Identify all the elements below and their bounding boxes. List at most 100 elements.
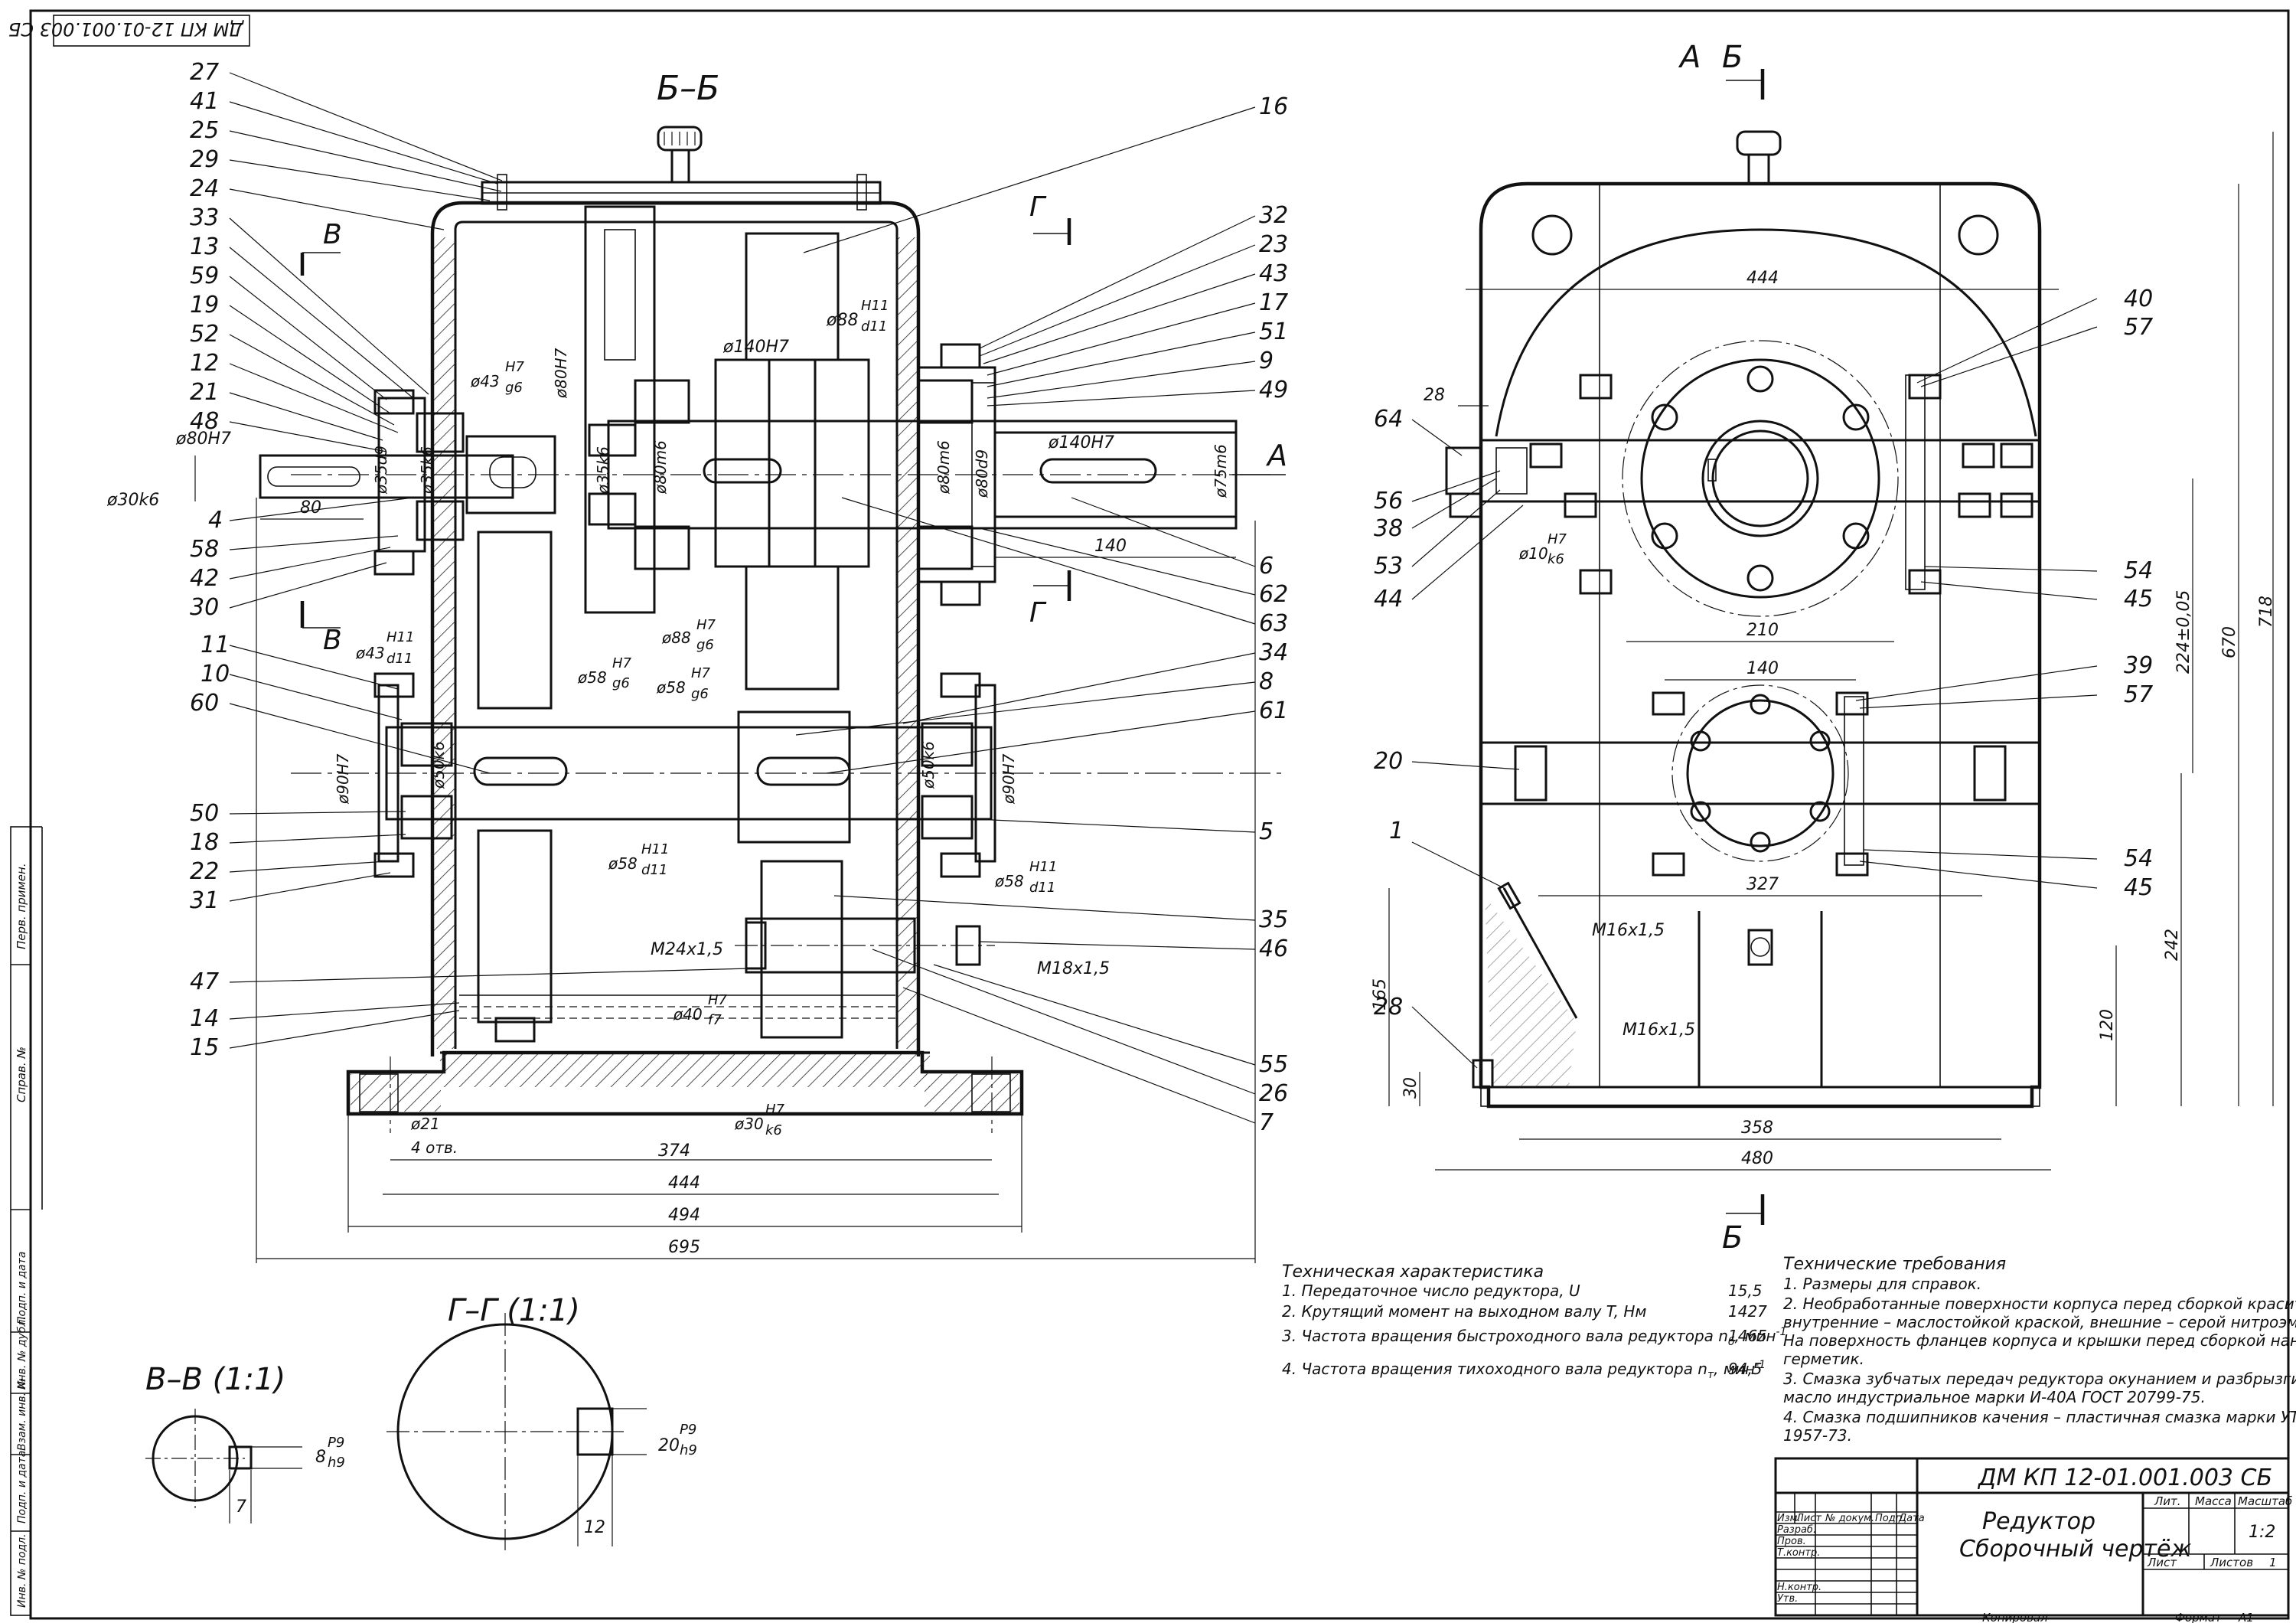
svg-text:54: 54 [2124, 845, 2153, 872]
section-vv: В–В (1:1) 8 P9 h9 7 [145, 1362, 345, 1523]
svg-text:Масса: Масса [2195, 1494, 2232, 1508]
svg-text:4. Смазка подшипников качения: 4. Смазка подшипников качения – пластичн… [1783, 1408, 2296, 1426]
svg-text:120: 120 [2098, 1009, 2117, 1041]
svg-text:480: 480 [1741, 1149, 1773, 1168]
view-b-label-bottom: Б [1722, 1220, 1743, 1256]
svg-text:43: 43 [1259, 260, 1288, 287]
svg-text:Разраб.: Разраб. [1777, 1524, 1816, 1536]
svg-text:ø35k6: ø35k6 [594, 446, 612, 495]
svg-text:f7: f7 [708, 1012, 722, 1028]
svg-text:38: 38 [1374, 515, 1403, 542]
svg-text:Дата: Дата [1898, 1513, 1925, 1524]
svg-text:ø80m6: ø80m6 [651, 440, 670, 495]
svg-text:Лист: Лист [1795, 1513, 1821, 1524]
svg-text:ДМ КП 12-01.001.003 СБ: ДМ КП 12-01.001.003 СБ [8, 18, 244, 40]
svg-text:5: 5 [1259, 818, 1274, 845]
svg-text:герметик.: герметик. [1783, 1350, 1864, 1368]
svg-text:d11: d11 [641, 862, 667, 878]
svg-text:ø90H7: ø90H7 [334, 753, 352, 805]
svg-text:3. Частота вращения быстроходн: 3. Частота вращения быстроходного вала р… [1282, 1326, 1786, 1348]
strip-label-4: Инв. № дубл. [16, 1316, 28, 1390]
svg-text:358: 358 [1741, 1118, 1773, 1138]
svg-text:ø40: ø40 [673, 1005, 703, 1024]
svg-text:46: 46 [1259, 936, 1288, 962]
svg-text:ø58: ø58 [608, 854, 638, 873]
svg-text:M16x1,5: M16x1,5 [1623, 1020, 1695, 1040]
svg-text:15,5: 15,5 [1728, 1282, 1763, 1300]
svg-text:32: 32 [1259, 202, 1288, 229]
svg-text:28: 28 [1374, 994, 1403, 1020]
svg-text:H11: H11 [861, 298, 889, 314]
svg-text:140: 140 [1746, 659, 1779, 678]
svg-text:56: 56 [1374, 488, 1403, 514]
leaders-left [229, 72, 751, 1049]
svg-text:11: 11 [201, 632, 230, 658]
svg-text:40: 40 [2124, 286, 2153, 312]
strip-label-6: Подп. и дата [16, 1451, 28, 1523]
svg-text:165: 165 [1371, 978, 1390, 1011]
svg-text:Утв.: Утв. [1777, 1593, 1798, 1605]
svg-text:h9: h9 [680, 1442, 697, 1458]
svg-text:45: 45 [2124, 586, 2153, 612]
svg-text:50: 50 [190, 800, 219, 827]
svg-text:H7: H7 [691, 665, 711, 681]
svg-text:h9: h9 [328, 1455, 345, 1471]
svg-text:670: 670 [2220, 626, 2239, 658]
svg-text:ø140H7: ø140H7 [1048, 433, 1114, 452]
strip-label-3: Подп. и дата [16, 1252, 28, 1324]
tech-specs: Техническая характеристика 1. Передаточн… [1282, 1262, 1786, 1381]
svg-text:55: 55 [1259, 1051, 1288, 1078]
svg-text:Г: Г [1029, 597, 1047, 629]
callouts-side: 64 56 38 53 44 20 1 28 40 57 54 45 39 57… [1374, 286, 2153, 1020]
svg-text:Сборочный чертёж: Сборочный чертёж [1959, 1536, 2191, 1563]
svg-text:g6: g6 [612, 675, 630, 691]
svg-text:374: 374 [658, 1141, 690, 1161]
svg-text:7: 7 [1259, 1109, 1274, 1136]
rotated-stamp: ДМ КП 12-01.001.003 СБ [8, 15, 250, 47]
svg-text:внутренние – маслостойкой крас: внутренние – маслостойкой краской, внешн… [1783, 1313, 2296, 1331]
svg-text:24: 24 [190, 175, 219, 202]
svg-text:14: 14 [190, 1005, 219, 1032]
svg-text:Технические требования: Технические требования [1783, 1255, 2006, 1274]
cut-marker-v: В В [300, 219, 342, 656]
svg-text:ДМ КП 12-01.001.003 СБ: ДМ КП 12-01.001.003 СБ [1977, 1465, 2272, 1491]
svg-text:ø10: ø10 [1518, 544, 1548, 563]
svg-text:140: 140 [1094, 537, 1127, 556]
binding-strip: Перв. примен. Справ. № Подп. и дата Инв.… [10, 826, 43, 1616]
svg-text:k6: k6 [1548, 551, 1564, 567]
svg-text:23: 23 [1259, 231, 1288, 258]
strip-label-2: Справ. № [15, 1047, 28, 1102]
svg-text:M24x1,5: M24x1,5 [651, 940, 723, 959]
svg-text:1: 1 [2269, 1556, 2277, 1569]
svg-text:ø43: ø43 [355, 644, 385, 662]
tech-requirements: Технические требования 1. Размеры для сп… [1783, 1255, 2296, 1445]
svg-text:21: 21 [190, 379, 219, 406]
svg-text:13: 13 [190, 233, 219, 260]
svg-text:58: 58 [190, 536, 219, 563]
svg-text:H7: H7 [505, 359, 525, 375]
svg-text:94,5: 94,5 [1728, 1360, 1763, 1378]
svg-text:ø35k6: ø35k6 [418, 446, 436, 495]
svg-text:1465: 1465 [1728, 1327, 1767, 1345]
svg-text:494: 494 [668, 1206, 700, 1225]
svg-text:Т.контр.: Т.контр. [1777, 1547, 1820, 1559]
svg-text:15: 15 [190, 1034, 219, 1061]
svg-text:30: 30 [190, 594, 219, 621]
svg-text:63: 63 [1259, 610, 1288, 637]
cut-marker-g: Г Г [1029, 191, 1071, 629]
svg-text:ø35d9: ø35d9 [372, 446, 390, 495]
svg-text:7: 7 [236, 1497, 246, 1517]
svg-text:ø88: ø88 [661, 629, 691, 647]
svg-text:Масштаб: Масштаб [2238, 1494, 2292, 1508]
svg-text:ø50k6: ø50k6 [429, 741, 448, 789]
svg-text:80: 80 [300, 498, 321, 518]
section-gg: Г–Г (1:1) 20 P9 h9 12 [386, 1293, 697, 1550]
svg-text:H7: H7 [696, 617, 716, 633]
svg-text:4: 4 [208, 507, 223, 534]
svg-text:Формат: Формат [2175, 1611, 2223, 1623]
side-view: А Б Б [1371, 40, 2276, 1256]
svg-text:53: 53 [1374, 553, 1403, 580]
svg-text:20: 20 [1374, 748, 1403, 775]
svg-text:g6: g6 [691, 686, 709, 702]
